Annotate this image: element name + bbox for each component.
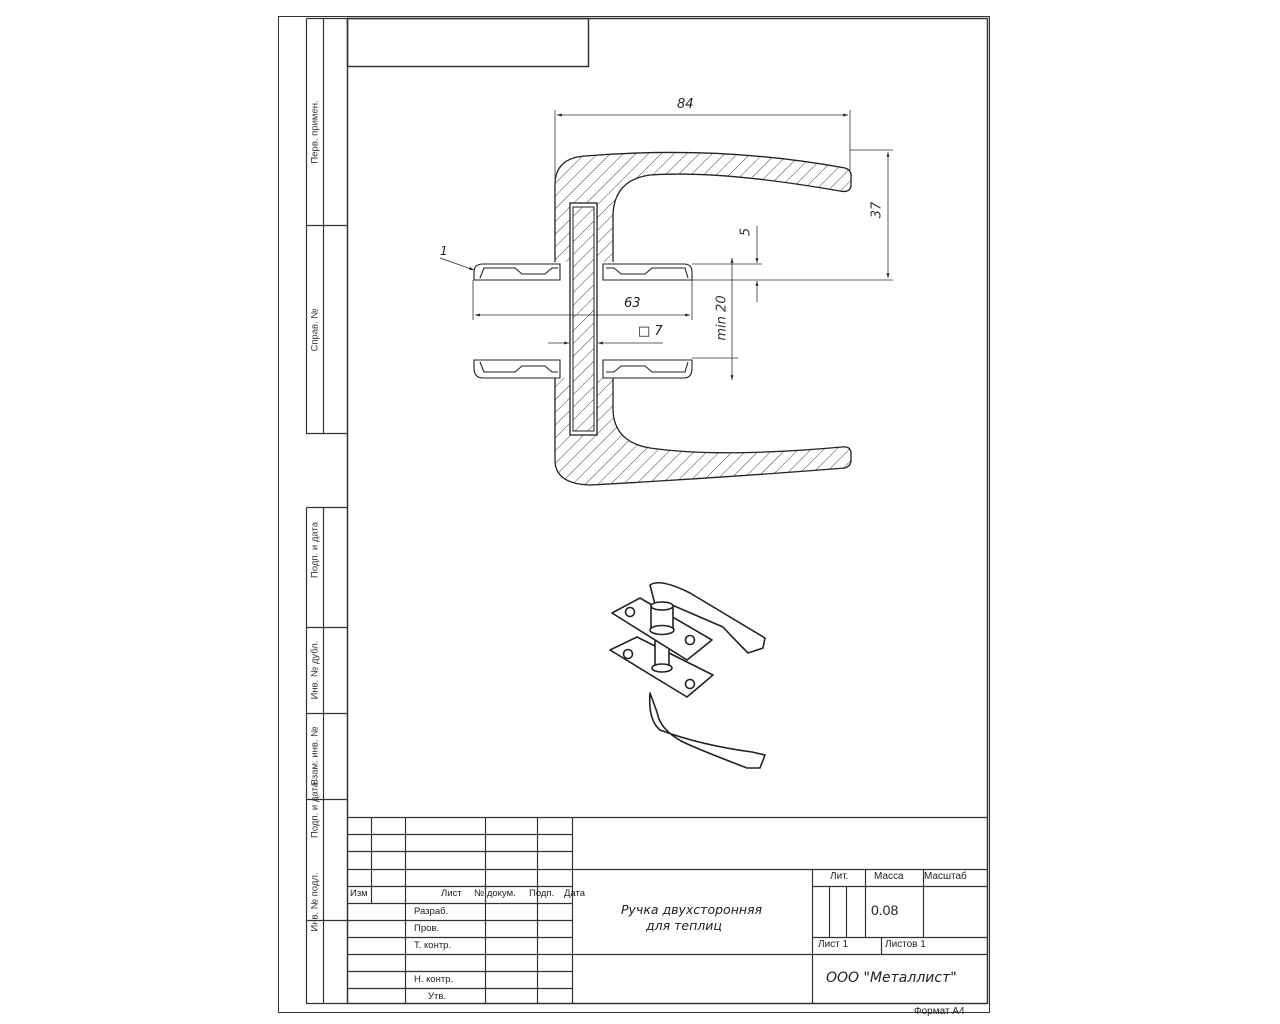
sheet-number: Лист 1 — [818, 939, 849, 950]
handle-isometric-view — [609, 582, 766, 769]
mass-label: Масса — [874, 871, 904, 882]
stamp-sign-date-2: Подп. и дата — [309, 782, 321, 838]
role-approved: Утв. — [428, 991, 447, 1002]
mass-value: 0.08 — [871, 902, 899, 918]
role-tech-control: Т. контр. — [414, 940, 452, 951]
drawing-title-line2: для теплиц — [646, 918, 722, 933]
dim-min-20: min 20 — [714, 295, 730, 341]
header-doc-no: № докум. — [474, 888, 516, 899]
title-block-grid — [347, 816, 988, 1004]
header-list: Лист — [441, 888, 462, 899]
role-checker: Пров. — [414, 923, 440, 934]
handle-upper-arm — [554, 151, 852, 262]
stamp-dup-inv-no: Инв. № дубл. — [309, 640, 321, 700]
part-callout-1: 1 — [440, 244, 448, 258]
stamp-first-use: Перв. примен. — [309, 100, 321, 164]
role-developer: Разраб. — [414, 906, 449, 917]
dim-37: 37 — [869, 201, 885, 219]
sheet-format: Формат А4 — [914, 1006, 965, 1017]
handle-section-view — [473, 151, 852, 486]
drawing-title-line1: Ручка двухсторонняя — [621, 902, 763, 917]
dim-84: 84 — [677, 97, 694, 112]
header-sign: Подп. — [529, 888, 555, 899]
handle-lower-arm — [554, 378, 852, 486]
header-izm: Изм — [350, 888, 368, 899]
stamp-sign-date: Подп. и дата — [309, 522, 321, 578]
stamp-original-inv-no: Инв. № подл. — [309, 872, 321, 932]
scale-label: Масштаб — [924, 871, 967, 882]
dim-5: 5 — [738, 227, 754, 237]
company-name: ООО "Металлист" — [826, 970, 957, 986]
stamp-reference-no: Справ. № — [309, 308, 321, 352]
stamp-replaced-inv-no: Взам. инв. № — [309, 726, 321, 786]
rosettes — [473, 263, 693, 379]
dim-square-7: □ 7 — [638, 324, 663, 339]
lower-lever — [648, 692, 766, 769]
dim-63: 63 — [624, 296, 641, 311]
lit-label: Лит. — [830, 871, 849, 882]
header-date: Дата — [564, 888, 586, 899]
dimension-lines — [439, 110, 893, 380]
sheet-count: Листов 1 — [885, 939, 926, 950]
sheet-frame — [278, 16, 990, 1013]
role-norm-control: Н. контр. — [414, 974, 454, 985]
